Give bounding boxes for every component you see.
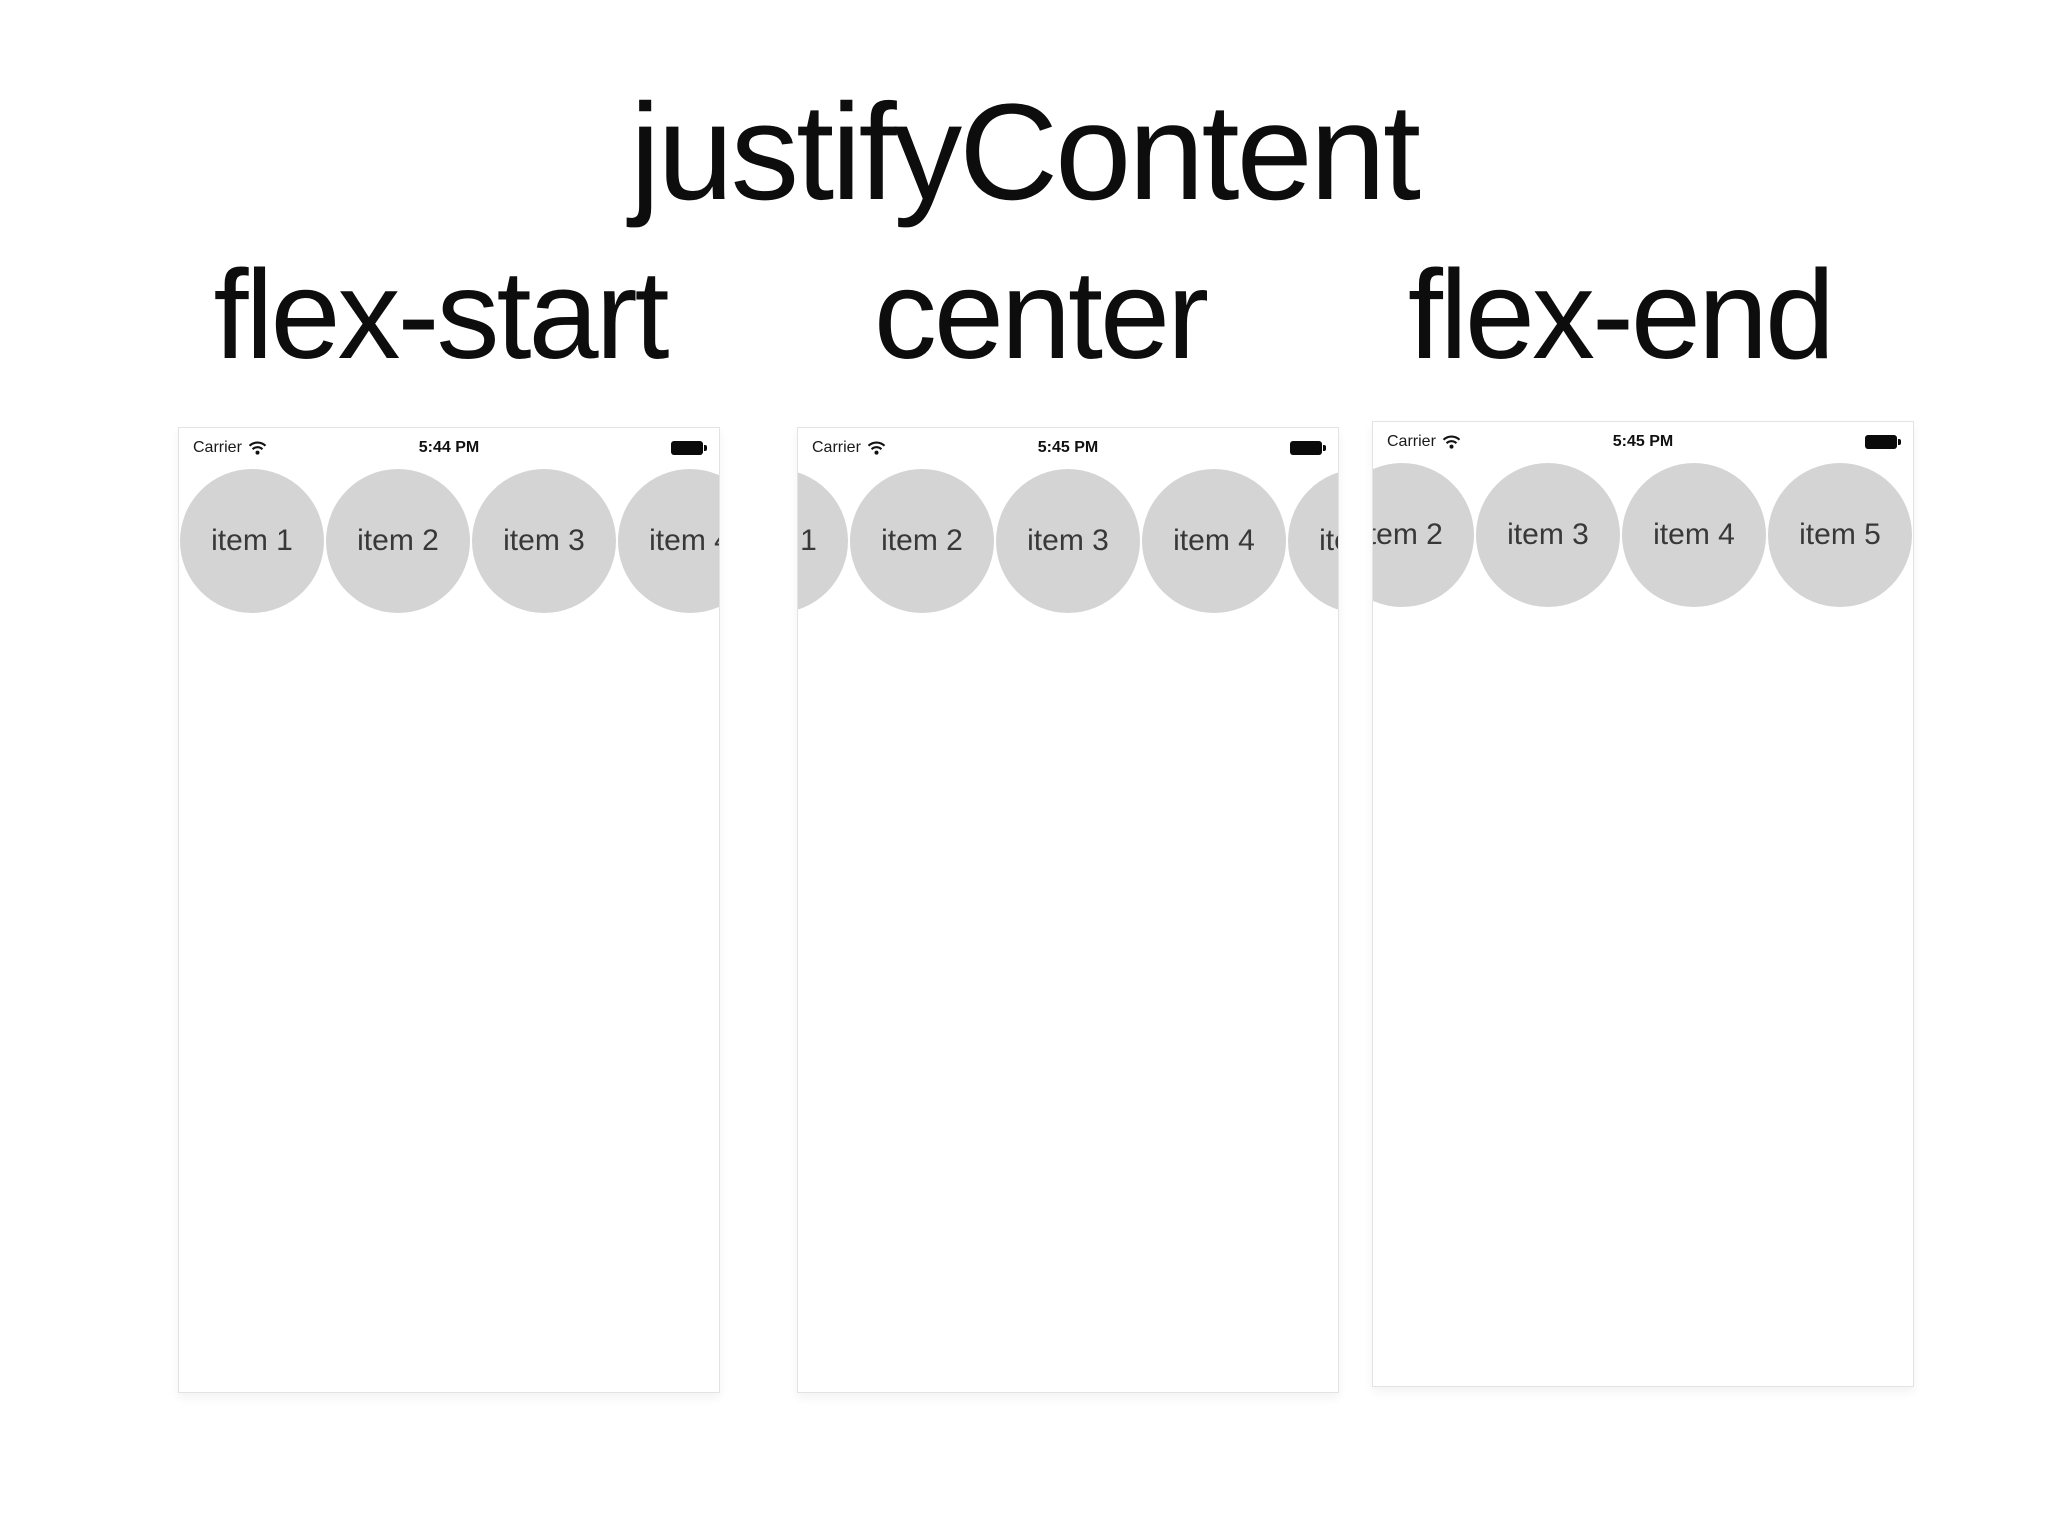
battery-full-icon	[1865, 435, 1901, 449]
clock-label: 5:45 PM	[1037, 439, 1099, 456]
carrier-label: Carrier	[193, 439, 242, 456]
item-circle: item 2	[326, 469, 470, 613]
item-label: item 5	[1799, 518, 1881, 551]
item-label: item 3	[1507, 518, 1589, 551]
battery-full-icon	[1290, 441, 1326, 455]
item-circle: item 3	[996, 469, 1140, 613]
carrier-group: Carrier	[193, 439, 267, 457]
item-label: item 3	[1027, 524, 1109, 557]
phone-mockup-center: Carrier 5:45 PM item 1 item 2 item 3 item 4…	[797, 427, 1339, 1393]
item-circle: item 1	[798, 469, 848, 613]
item-circle: item 2	[1373, 463, 1474, 607]
item-circle: item 3	[472, 469, 616, 613]
carrier-group: Carrier	[1387, 433, 1461, 451]
item-label: item 4	[649, 524, 719, 557]
item-label: item 4	[1173, 524, 1255, 557]
status-bar: Carrier 5:45 PM	[798, 428, 1338, 466]
battery-body	[671, 441, 703, 455]
item-label: item 2	[881, 524, 963, 557]
carrier-label: Carrier	[812, 439, 861, 456]
wifi-icon	[248, 441, 267, 455]
label-flex-start: flex-start	[213, 244, 669, 385]
wifi-icon	[1442, 435, 1461, 449]
label-center: center	[873, 244, 1209, 385]
items-row: item 1 item 2 item 3 item 4 item 5	[798, 469, 1338, 613]
item-label: item 3	[503, 524, 585, 557]
carrier-group: Carrier	[812, 439, 886, 457]
battery-full-icon	[671, 441, 707, 455]
phone-mockup-flex-start: Carrier 5:44 PM item 1 item 2 item 3 item 4…	[178, 427, 720, 1393]
clock-label: 5:44 PM	[418, 439, 480, 456]
battery-body	[1865, 435, 1897, 449]
battery-nub	[1323, 445, 1326, 451]
item-circle: item 4	[1622, 463, 1766, 607]
item-label: item 1	[211, 524, 293, 557]
item-label: item 2	[1373, 518, 1443, 551]
wifi-icon	[867, 441, 886, 455]
item-circle: item 4	[618, 469, 719, 613]
status-bar: Carrier 5:44 PM	[179, 428, 719, 466]
item-circle: item 4	[1142, 469, 1286, 613]
item-label: item 1	[798, 524, 817, 557]
clock-label: 5:45 PM	[1612, 433, 1674, 450]
carrier-label: Carrier	[1387, 433, 1436, 450]
item-circle: item 3	[1476, 463, 1620, 607]
battery-nub	[1898, 439, 1901, 445]
item-circle: item 2	[850, 469, 994, 613]
item-circle: item 5	[1768, 463, 1912, 607]
page-title: justifyContent	[629, 76, 1421, 229]
item-label: item 5	[1319, 524, 1338, 557]
status-bar: Carrier 5:45 PM	[1373, 422, 1913, 460]
item-label: item 2	[357, 524, 439, 557]
battery-body	[1290, 441, 1322, 455]
item-label: item 4	[1653, 518, 1735, 551]
battery-nub	[704, 445, 707, 451]
item-circle: item 5	[1288, 469, 1338, 613]
label-flex-end: flex-end	[1407, 244, 1835, 385]
item-circle: item 1	[180, 469, 324, 613]
